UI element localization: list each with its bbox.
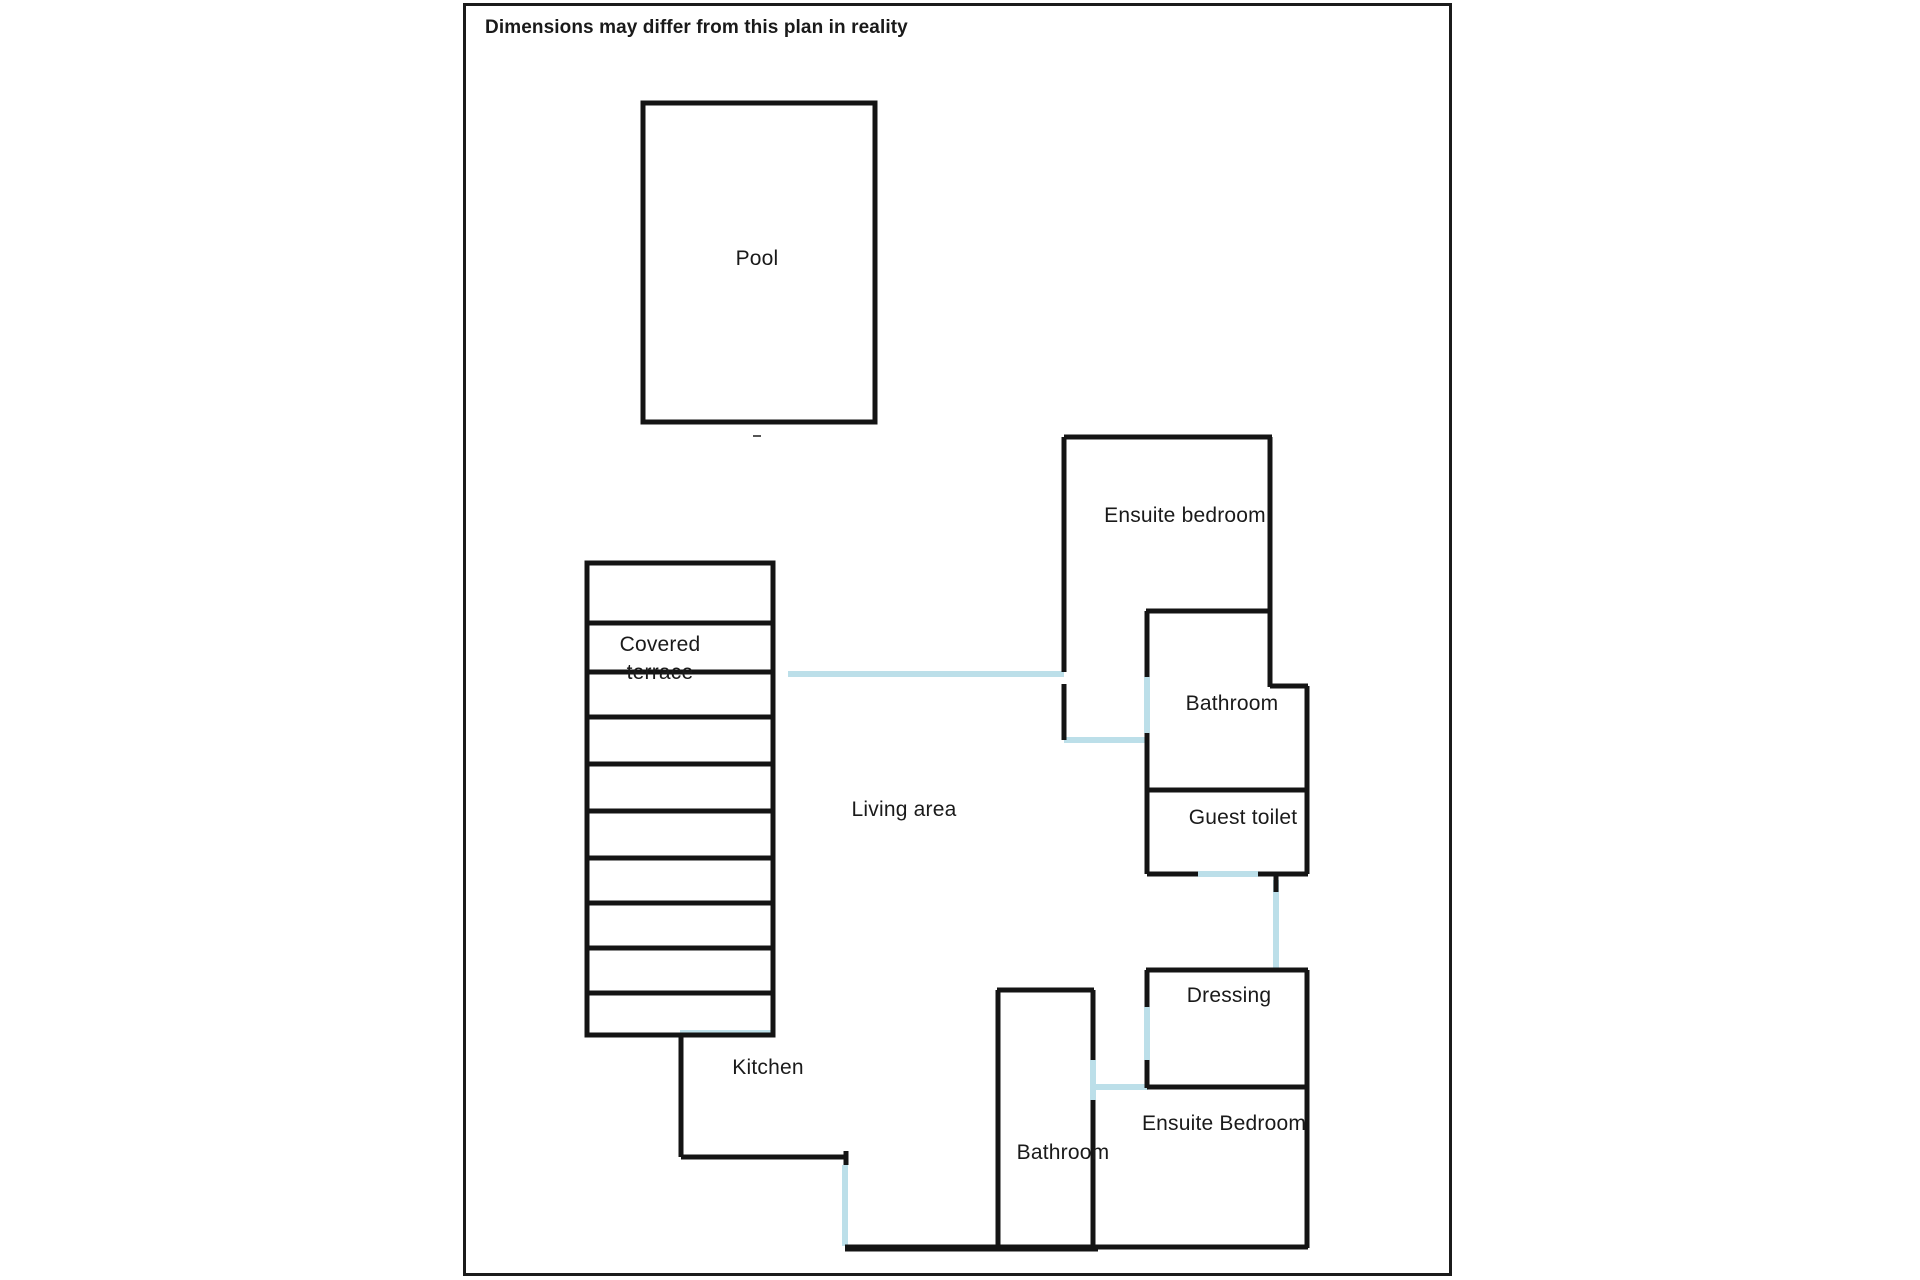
room-label-kitchen: Kitchen	[732, 1056, 804, 1079]
doors-layer	[680, 671, 1279, 1246]
room-label-ensuite-bedroom-lower: Ensuite Bedroom	[1141, 1112, 1307, 1135]
room-label-dressing: Dressing	[1186, 984, 1272, 1007]
room-label-ensuite-bedroom-upper: Ensuite bedroom	[1104, 504, 1266, 527]
room-label-pool: Pool	[735, 247, 779, 270]
room-label-guest-toilet: Guest toilet	[1188, 806, 1298, 829]
plan-page-frame	[463, 3, 1452, 1276]
room-label-bathroom-lower: Bathroom	[1016, 1141, 1110, 1164]
room-label-living-area: Living area	[851, 798, 957, 821]
room-label-covered-terrace-line2: terrace	[626, 661, 694, 684]
plan-disclaimer-text: Dimensions may differ from this plan in …	[485, 17, 908, 38]
walls-layer	[584, 100, 1310, 1252]
room-label-covered-terrace-line1: Covered	[619, 633, 701, 656]
room-label-bathroom-upper: Bathroom	[1185, 692, 1279, 715]
pool-outline	[640, 100, 878, 425]
